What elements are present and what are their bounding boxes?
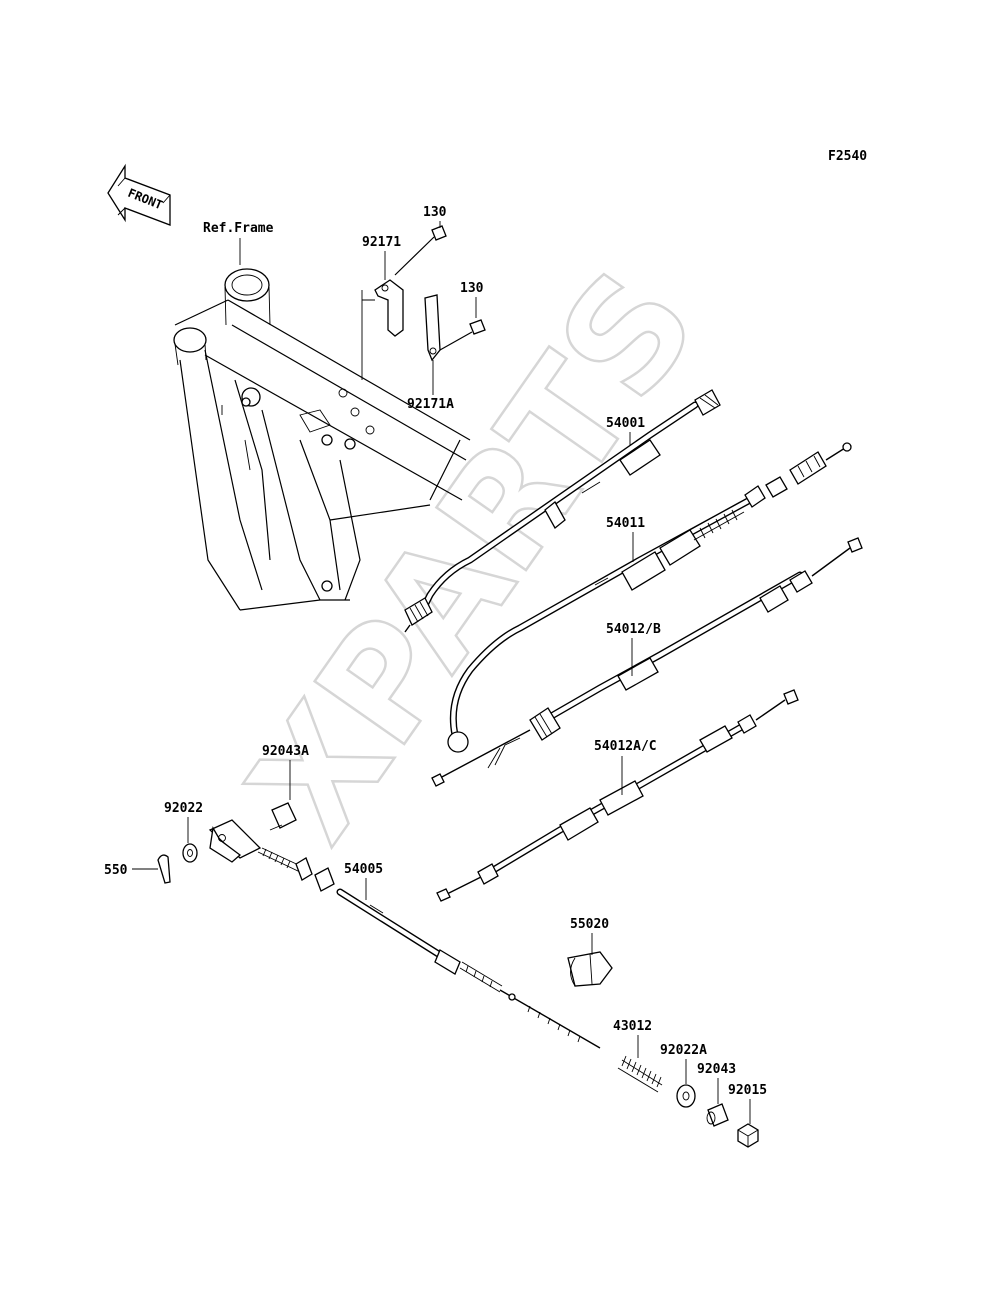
bolt-130-top-icon: [394, 225, 447, 276]
cable-54012B: [431, 537, 863, 787]
spring-43012-icon: [617, 1055, 663, 1093]
cable-54005: [208, 819, 601, 1049]
callout-92022: 92022: [164, 801, 203, 816]
pin-92043A-icon: [269, 802, 297, 831]
cable-54011: [447, 442, 852, 753]
callout-54001: 54001: [606, 416, 645, 431]
callout-54011: 54011: [606, 516, 645, 531]
ref-frame-label: Ref.Frame: [203, 221, 274, 236]
callout-92043: 92043: [697, 1062, 736, 1077]
callout-54012AC: 54012A/C: [594, 739, 657, 754]
callout-92043A: 92043A: [262, 744, 309, 759]
cotter-pin-550-icon: [157, 854, 171, 884]
nut-92015-icon: [737, 1123, 759, 1148]
callout-92171: 92171: [362, 235, 401, 250]
callout-130-mid: 130: [460, 281, 484, 296]
figure-code: F2540: [828, 149, 867, 164]
callout-54012B: 54012/B: [606, 622, 661, 637]
callout-54005: 54005: [344, 862, 383, 877]
washer-92022-icon: [182, 843, 198, 863]
front-arrow-icon: FRONT: [107, 163, 171, 226]
washer-92022A-icon: [676, 1084, 696, 1108]
cover-55020-icon: [567, 951, 613, 987]
callout-550: 550: [104, 863, 128, 878]
bracket-92171: [374, 279, 404, 337]
cable-54001: [404, 389, 721, 633]
collar-92043-icon: [706, 1103, 729, 1127]
callout-92022A: 92022A: [660, 1043, 707, 1058]
callout-130-top: 130: [423, 205, 447, 220]
callout-55020: 55020: [570, 917, 609, 932]
callout-43012: 43012: [613, 1019, 652, 1034]
callout-92015: 92015: [728, 1083, 767, 1098]
bolt-130-mid-icon: [439, 319, 486, 351]
cable-54012AC: [436, 689, 799, 902]
bracket-92171A: [424, 294, 441, 362]
callout-92171A: 92171A: [407, 397, 454, 412]
frame-drawing: [173, 268, 471, 611]
